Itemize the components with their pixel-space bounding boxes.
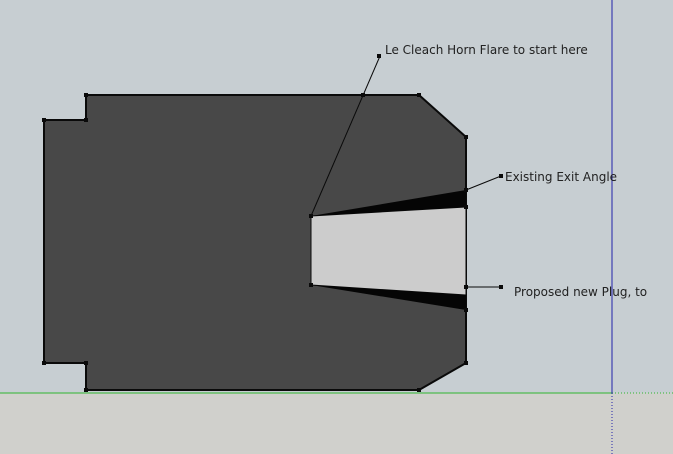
new-plug-leader-end: [499, 285, 503, 289]
viewport-ground: [0, 393, 673, 454]
exit-angle-label: Existing Exit Angle: [505, 170, 617, 184]
exit-angle-leader: [465, 175, 502, 191]
new-plug-label: Proposed new Plug, to: [514, 285, 647, 299]
exit-angle-leader-end: [499, 174, 503, 178]
horn-flare-leader-end: [377, 54, 381, 58]
existing-exit-angle-wedge[interactable]: [311, 190, 466, 216]
proposed-plug-wedge[interactable]: [311, 285, 466, 310]
horn-flare-label: Le Cleach Horn Flare to start here: [385, 43, 588, 57]
throat-bore[interactable]: [310, 206, 467, 296]
horn-flare-leader: [310, 55, 381, 217]
